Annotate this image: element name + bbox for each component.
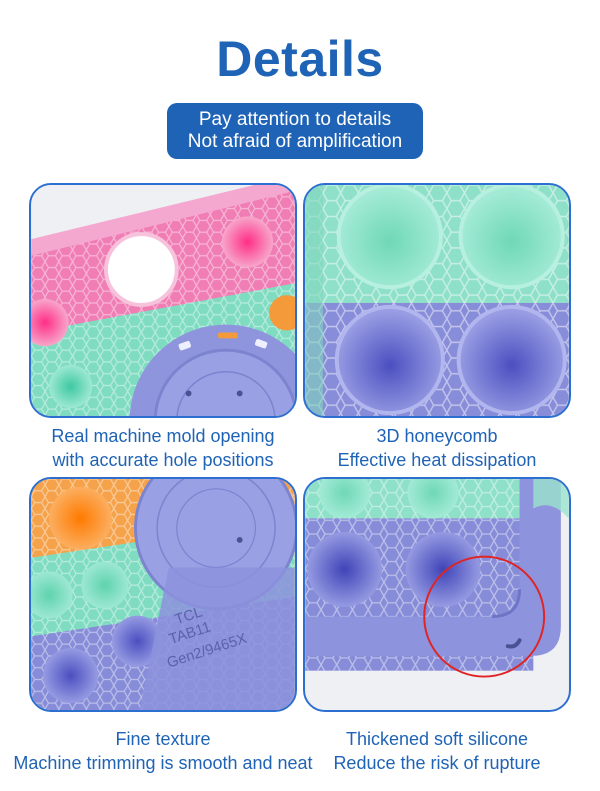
caption-line-1: Fine texture (115, 729, 211, 749)
detail-photo-silicone-corner (303, 477, 571, 712)
caption-line-1: Thickened soft silicone (345, 729, 529, 749)
page-title: Details (216, 31, 384, 87)
caption-line-2: Reduce the risk of rupture (333, 753, 541, 773)
caption-line-2: Effective heat dissipation (337, 450, 537, 470)
detail-photo-honeycomb (303, 183, 571, 418)
caption-line-1: Real machine mold opening (51, 426, 275, 446)
caption-mold-opening: Real machine mold opening with accurate … (13, 424, 313, 472)
silicone-corner-illustration (305, 479, 569, 710)
honeycomb-illustration (305, 185, 569, 416)
caption-line-1: 3D honeycomb (376, 426, 498, 446)
caption-texture: Fine texture Machine trimming is smooth … (13, 727, 313, 775)
badge-line-1: Pay attention to details (198, 109, 392, 130)
caption-line-2: Machine trimming is smooth and neat (13, 753, 313, 773)
badge-line-2: Not afraid of amplification (187, 131, 403, 152)
subtitle-badge: Pay attention to details Not afraid of a… (167, 103, 423, 159)
caption-silicone: Thickened soft silicone Reduce the risk … (287, 727, 587, 775)
texture-illustration: TCL TAB11 Gen2/9465X (31, 479, 295, 710)
caption-honeycomb: 3D honeycomb Effective heat dissipation (287, 424, 587, 472)
mold-opening-illustration (31, 185, 295, 416)
caption-line-2: with accurate hole positions (52, 450, 274, 470)
detail-photo-texture: TCL TAB11 Gen2/9465X (29, 477, 297, 712)
detail-photo-mold-opening (29, 183, 297, 418)
